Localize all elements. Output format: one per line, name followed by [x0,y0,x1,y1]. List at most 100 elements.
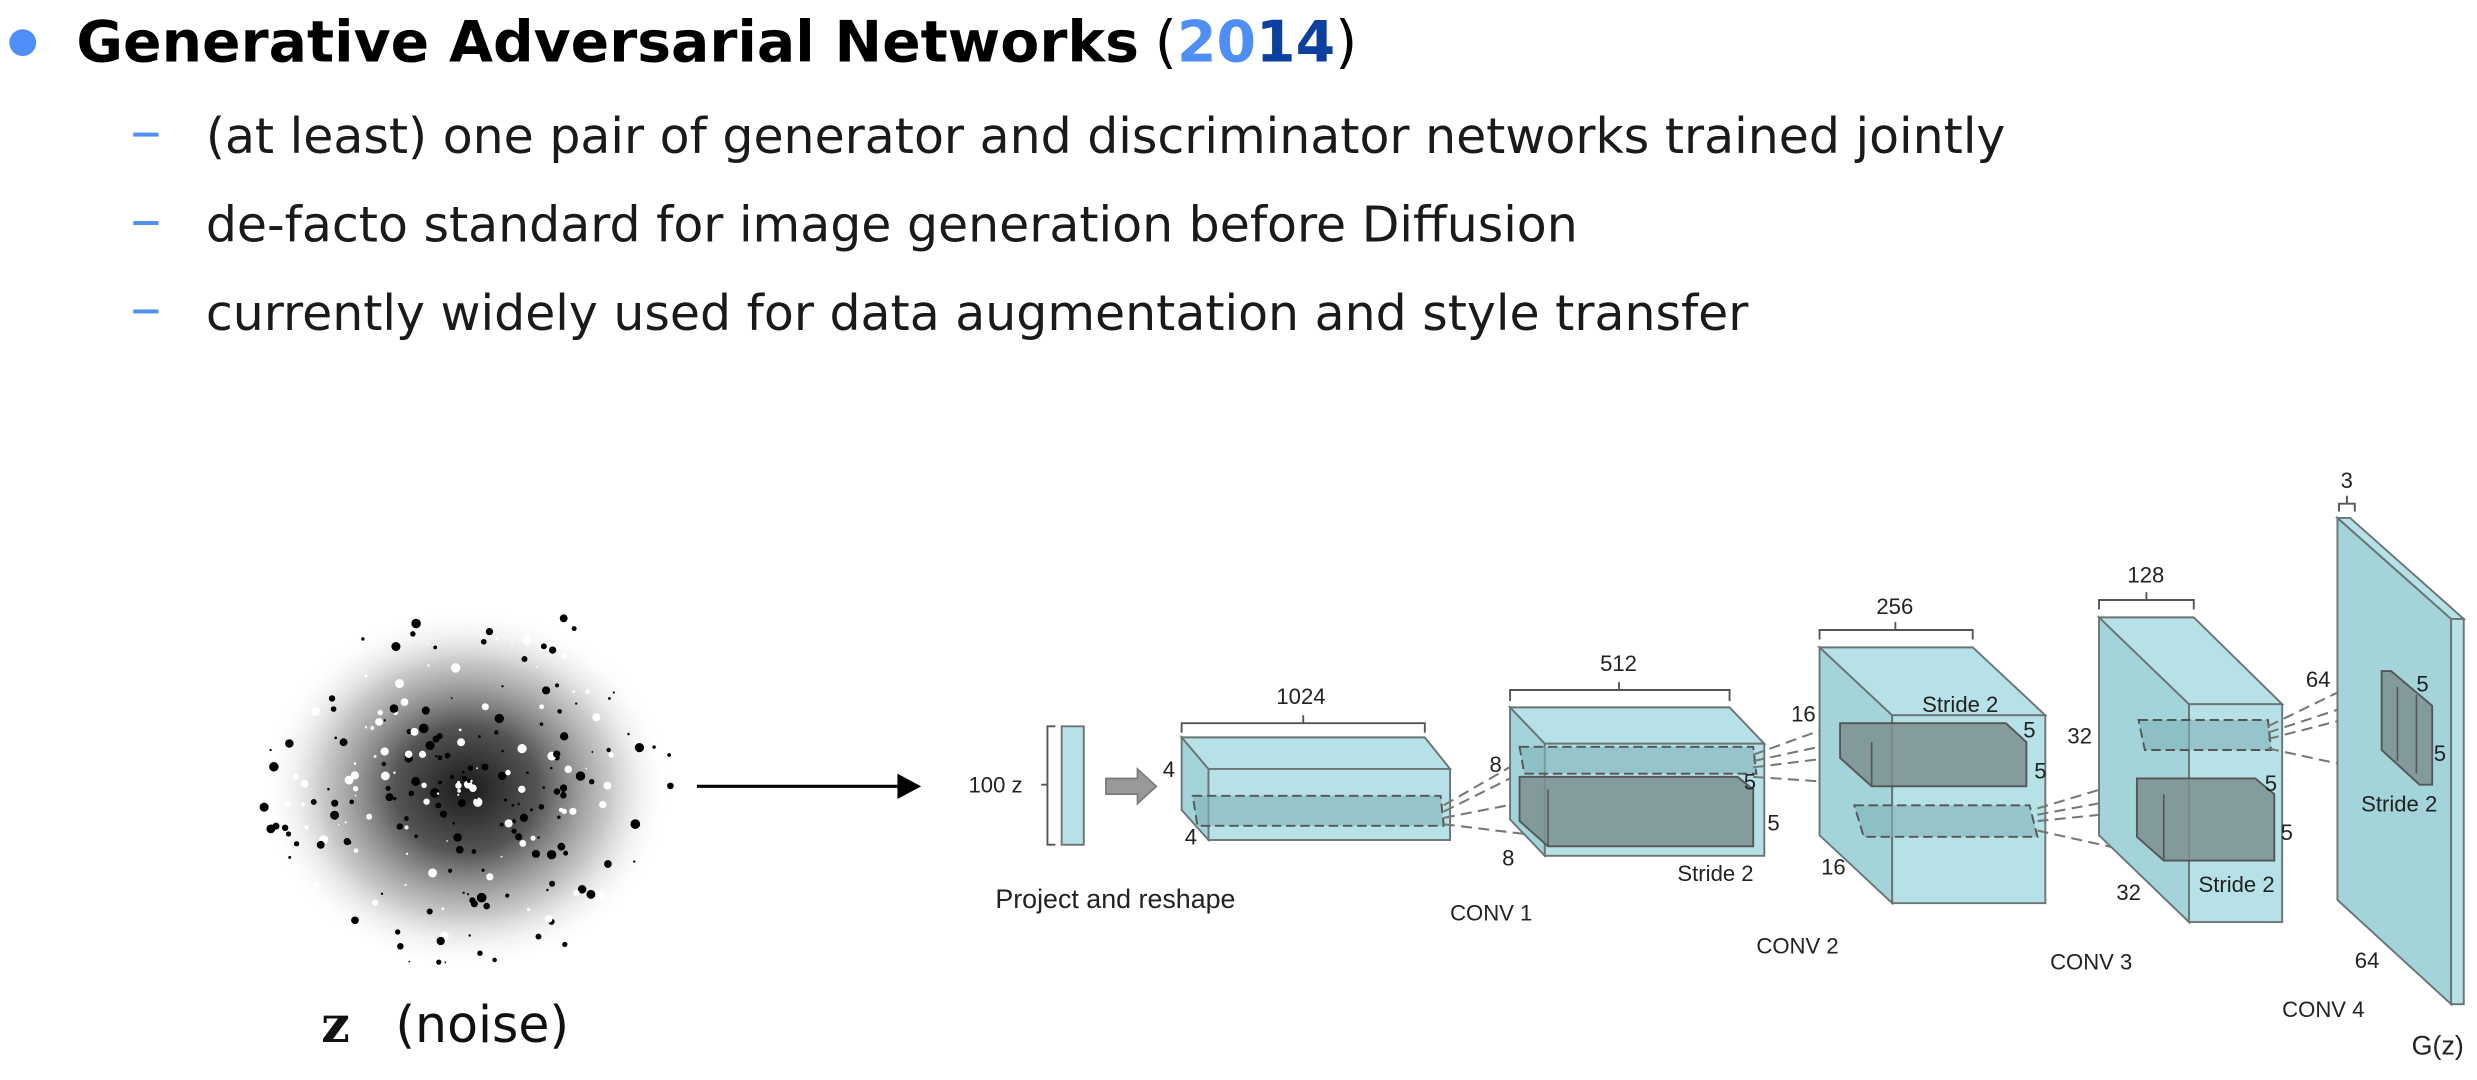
svg-text:64: 64 [2355,948,2380,973]
svg-text:128: 128 [2127,563,2164,588]
noise-speck [292,773,299,780]
noise-speck [444,752,451,759]
noise-speck [480,638,487,645]
noise-speck [544,914,553,923]
noise-speck [511,803,515,807]
noise-speck [604,860,612,868]
noise-speck [553,750,561,758]
noise-speck [462,891,465,894]
noise-speck [458,728,462,732]
noise-speck [347,840,352,845]
noise-speck [466,893,470,896]
noise-speck [426,747,429,750]
noise-speck [423,798,430,805]
noise-speck [530,808,533,812]
noise-speck [316,840,325,849]
noise-speck [455,782,462,789]
noise-speck [540,643,547,650]
svg-text:CONV 3: CONV 3 [2050,949,2132,974]
noise-speck [439,810,448,818]
noise-speck [559,614,568,623]
noise-speck [461,776,468,782]
project-arrow-icon [1105,767,1158,806]
noise-speck [559,732,569,741]
svg-text:Stride 2: Stride 2 [1677,861,1753,886]
noise-speck [511,828,517,834]
block-conv1: 512 8 8 5 5 Stride 2 CONV 1 [1450,651,1780,925]
dash-icon [133,309,159,314]
noise-speck [473,797,483,807]
noise-speck [381,761,387,767]
noise-speck [353,762,357,765]
noise-speck [427,664,430,667]
noise-speck [470,900,478,908]
noise-speck [481,763,489,771]
noise-speck [433,645,438,650]
noise-speck [331,799,339,807]
svg-text:4: 4 [1185,825,1197,850]
noise-speck [408,790,415,797]
noise-speck [380,771,390,781]
noise-speck [446,840,448,842]
noise-speck [535,933,542,940]
svg-text:CONV 1: CONV 1 [1450,901,1532,926]
noise-speck [555,683,560,688]
noise-speck [519,813,528,822]
noise-speck [597,891,606,900]
noise-speck [281,824,289,832]
noise-speck [432,735,440,743]
noise-speck [585,689,590,694]
svg-text:5: 5 [2034,758,2046,783]
noise-speck [603,781,612,790]
noise-speck [537,836,540,839]
noise-speck [523,949,530,956]
noise-speck [404,750,413,758]
noise-speck [300,779,309,788]
noise-speck [321,900,330,909]
noise-speck [453,833,462,842]
noise-speck [435,754,438,758]
noise-speck [522,635,532,645]
noise-speck [452,822,455,825]
noise-symbol: z [321,995,350,1054]
noise-speck [557,842,566,851]
svg-text:256: 256 [1876,594,1913,619]
noise-speck [436,959,442,965]
noise-speck [428,868,438,878]
noise-speck [589,661,595,667]
noise-speck [469,784,477,793]
noise-speck [627,732,630,736]
noise-speck [421,782,427,789]
noise-speck [519,839,527,847]
svg-text:Stride 2: Stride 2 [2361,792,2437,817]
svg-text:5: 5 [2434,741,2446,766]
noise-speck [300,802,305,807]
noise-speck [364,636,368,640]
noise-speck [494,637,499,641]
noise-speck [327,787,330,791]
noise-speck [667,782,674,790]
bullet-item: de-facto standard for image generation b… [206,197,1578,254]
noise-speck [667,753,672,757]
noise-speck [426,642,429,645]
noise-speck [563,850,569,856]
noise-speck [408,960,411,963]
noise-speck [599,800,607,809]
noise-speck [630,819,641,829]
noise-speck [539,704,544,710]
noise-speck [385,793,394,802]
noise-speck [344,775,354,785]
noise-speck [606,747,611,753]
noise-speck [364,674,368,678]
noise-speck [450,663,461,673]
noise-speck [328,695,336,702]
noise-speck [591,751,594,753]
svg-text:1024: 1024 [1276,684,1325,709]
noise-speck [304,825,309,830]
noise-speck [285,739,294,748]
noise-speck [561,653,568,660]
noise-speck [449,774,455,780]
svg-text:5: 5 [2416,672,2428,697]
noise-speck [364,726,368,729]
